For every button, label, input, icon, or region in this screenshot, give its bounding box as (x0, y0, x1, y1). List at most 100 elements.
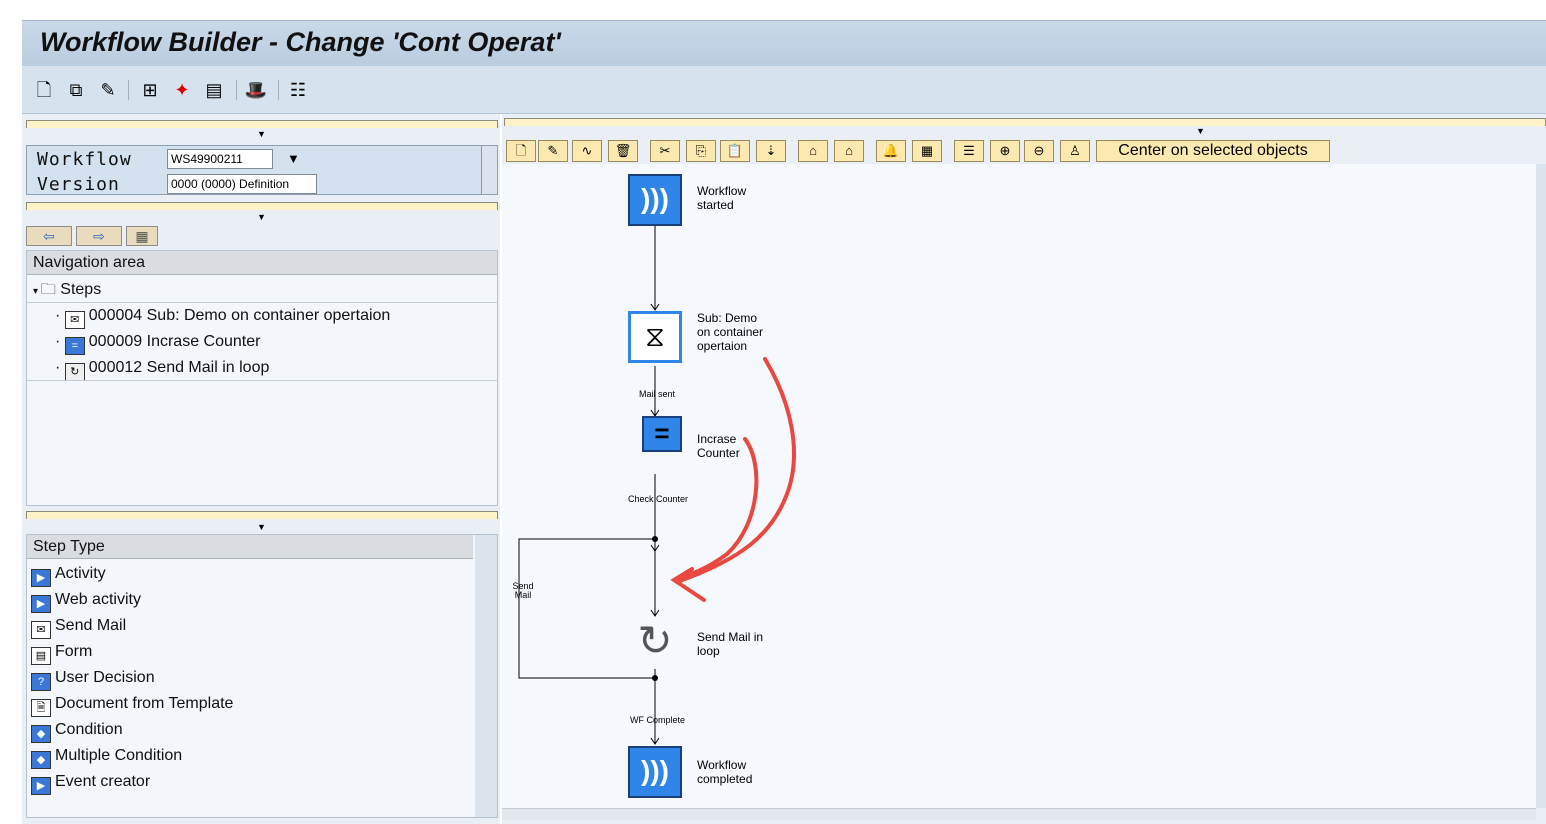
expand-button[interactable]: ⌂ (798, 140, 828, 162)
step-type-scrollbar[interactable] (475, 535, 497, 817)
collapse-button[interactable]: ⌂ (834, 140, 864, 162)
event-icon[interactable]: ))) (628, 746, 682, 798)
step-type-header: Step Type (27, 535, 473, 559)
overview-button[interactable]: ▦ (126, 226, 158, 246)
collapse-bar[interactable] (504, 118, 1546, 126)
node-label: Workflow completed (697, 758, 753, 786)
step-type-web-activity[interactable]: ▶Web activity (31, 587, 141, 613)
loop-icon: ↻ (64, 363, 85, 381)
edit-button[interactable]: ✎ (538, 140, 568, 162)
hat-icon[interactable]: 🎩 (244, 80, 268, 100)
condition-icon: ◆ (31, 725, 51, 743)
title-bar: Workflow Builder - Change 'Cont Operat' (22, 20, 1546, 66)
collapse-arrow-icon[interactable]: ▼ (1196, 126, 1205, 136)
workflow-canvas[interactable]: ))) Workflow started ⧖ Sub: Demo on cont… (502, 164, 1536, 808)
step-type-activity[interactable]: ▶Activity (31, 561, 106, 587)
dropdown-icon[interactable]: ▼ (287, 151, 300, 166)
change-button[interactable]: ∿ (572, 140, 602, 162)
node-label: Incrase Counter (697, 432, 740, 460)
step-type-label: User Decision (55, 669, 155, 686)
tree-item[interactable]: · ↻000012 Send Mail in loop (55, 355, 269, 381)
horizontal-scrollbar[interactable] (502, 808, 1536, 820)
back-button[interactable]: ⇦ (26, 226, 72, 246)
navigation-header: Navigation area (27, 251, 497, 275)
list-icon[interactable]: ☷ (289, 80, 307, 100)
step-type-label: Multiple Condition (55, 747, 183, 764)
loop-icon[interactable]: ↻ (637, 617, 673, 664)
form-scrollbar[interactable] (481, 146, 497, 194)
new-step-button[interactable]: 🗋 (506, 140, 536, 162)
version-label: Version (37, 174, 120, 195)
edge-label: Send Mail (512, 581, 534, 600)
workflow-label: Workflow (37, 149, 132, 170)
tree-item-label: 000004 Sub: Demo on container opertaion (88, 307, 391, 324)
copy-icon[interactable]: ⧉ (69, 80, 83, 100)
step-type-label: Activity (55, 565, 106, 582)
collapse-bar[interactable] (26, 202, 498, 210)
window-title: Workflow Builder - Change 'Cont Operat' (40, 27, 561, 57)
step-type-document-template[interactable]: 🗎Document from Template (31, 691, 233, 717)
step-type-form[interactable]: ▤Form (31, 639, 92, 665)
step-type-user-decision[interactable]: ?User Decision (31, 665, 155, 691)
container-operation-icon[interactable]: = (642, 416, 682, 452)
collapse-arrow-icon[interactable]: ▼ (257, 212, 266, 222)
edge-label: WF Complete (630, 715, 686, 725)
form-icon: ▤ (31, 647, 51, 665)
edit-icon[interactable]: ✎ (100, 80, 116, 100)
step-type-label: Form (55, 643, 93, 660)
workflow-form: Workflow WS49900211 ▼ Version 0000 (0000… (26, 145, 498, 195)
overview-button[interactable]: ▦ (912, 140, 942, 162)
collapse-arrow-icon[interactable]: ▼ (257, 129, 266, 139)
tree-item[interactable]: · ✉000004 Sub: Demo on container opertai… (55, 303, 390, 329)
tree-root-label: Steps (60, 281, 102, 298)
send-mail-icon[interactable]: ⧖ (628, 311, 682, 363)
copy-button[interactable]: ⎘ (686, 140, 716, 162)
step-icon[interactable]: ⊞ (142, 80, 158, 100)
multiple-condition-icon: ◆ (31, 751, 51, 769)
event-icon[interactable]: ))) (628, 174, 682, 226)
zoom-in-button[interactable]: ⊕ (990, 140, 1020, 162)
step-type-event-creator[interactable]: ▶Event creator (31, 769, 150, 795)
forward-button[interactable]: ⇨ (76, 226, 122, 246)
workflow-field[interactable]: WS49900211 (167, 149, 273, 169)
diagram-lines (518, 226, 796, 745)
wizard-icon[interactable]: ✦ (174, 80, 190, 100)
step-type-label: Condition (55, 721, 123, 738)
tree-item[interactable]: · =000009 Incrase Counter (55, 329, 260, 355)
collapse-bar[interactable] (26, 511, 498, 519)
user-decision-icon: ? (31, 673, 51, 691)
node-label: Workflow started (697, 184, 747, 212)
event-creator-icon: ▶ (31, 777, 51, 795)
collapse-bar[interactable] (26, 120, 498, 128)
tree-item-label: 000012 Send Mail in loop (88, 359, 270, 376)
step-type-send-mail[interactable]: ✉Send Mail (31, 613, 126, 639)
step-type-label: Send Mail (55, 617, 127, 634)
cut-button[interactable]: ✂ (650, 140, 680, 162)
graphic-pane: ▼ 🗋 ✎ ∿ 🗑 ✂ ⎘ 📋 ⇣ ⌂ ⌂ 🔔 ▦ ☰ ⊕ ⊖ ♙ Center… (502, 114, 1546, 824)
paste-button[interactable]: 📋 (720, 140, 750, 162)
edge-label: Mail sent (639, 389, 676, 399)
step-type-condition[interactable]: ◆Condition (31, 717, 123, 743)
zoom-out-button[interactable]: ⊖ (1024, 140, 1054, 162)
step-type-label: Document from Template (55, 695, 234, 712)
center-selected-button[interactable]: Center on selected objects (1096, 140, 1330, 162)
new-icon[interactable]: 🗋 (36, 80, 52, 100)
send-mail-icon: ✉ (64, 311, 85, 329)
delete-button[interactable]: 🗑 (608, 140, 638, 162)
container-icon[interactable]: ▤ (205, 80, 223, 100)
move-button[interactable]: ⇣ (756, 140, 786, 162)
tree-item-label: 000009 Incrase Counter (88, 333, 261, 350)
step-type-multiple-condition[interactable]: ◆Multiple Condition (31, 743, 182, 769)
person-button[interactable]: ♙ (1060, 140, 1090, 162)
bell-button[interactable]: 🔔 (876, 140, 906, 162)
send-mail-icon: ✉ (31, 621, 51, 639)
step-type-label: Web activity (55, 591, 141, 608)
vertical-scrollbar[interactable] (1536, 164, 1546, 808)
collapse-arrow-icon[interactable]: ▼ (257, 522, 266, 532)
container-operation-icon: = (64, 337, 85, 355)
layout-button[interactable]: ☰ (954, 140, 984, 162)
tree-root-steps[interactable]: ▾ 🗀 Steps (33, 281, 102, 298)
activity-icon: ▶ (31, 569, 51, 587)
version-select[interactable]: 0000 (0000) Definition (167, 174, 317, 194)
step-type-list: Step Type ▶Activity ▶Web activity ✉Send … (26, 534, 498, 818)
